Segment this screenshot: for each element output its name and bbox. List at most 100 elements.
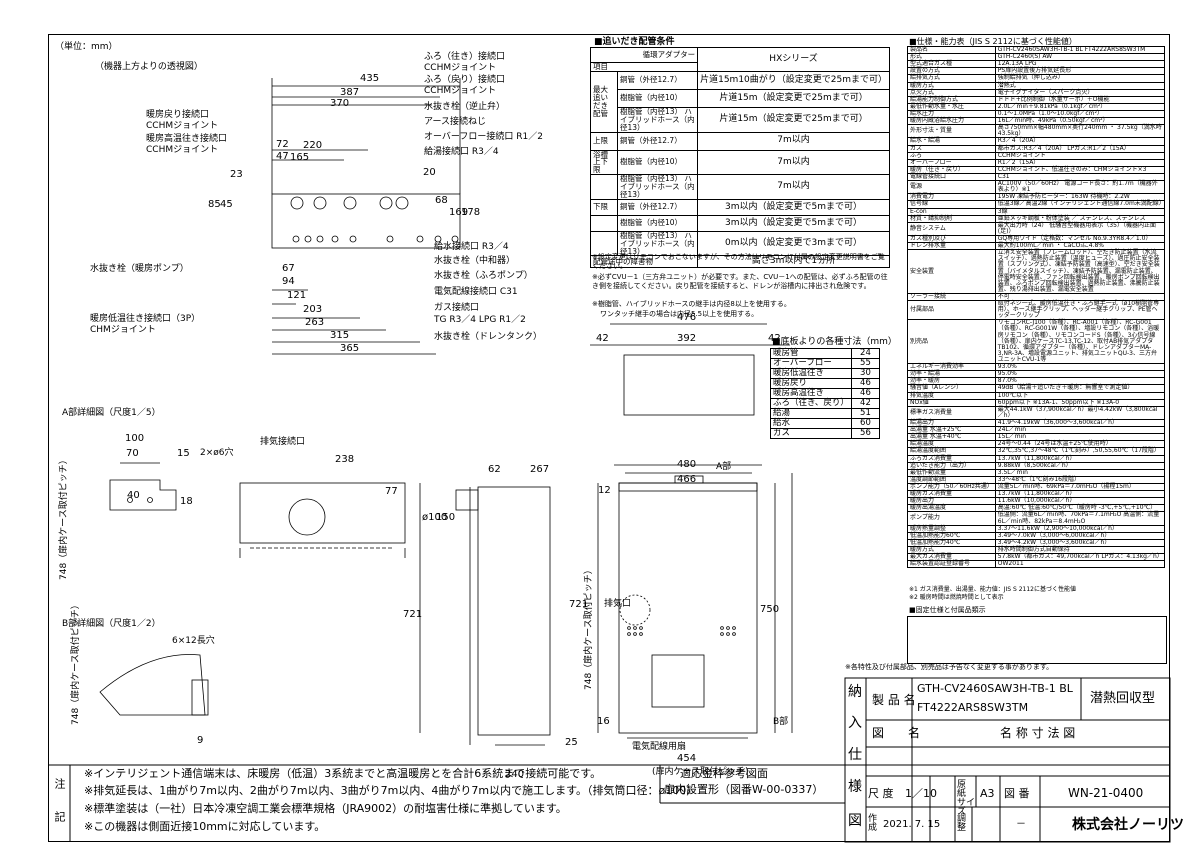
dim: 220: [303, 140, 323, 151]
piping-value: 片道15m（設定変更で25mまで可）: [697, 88, 890, 108]
spec-value: GTH-CV2460SAW3H-TB-1 BL FT4222ARS8SW3TM: [994, 45, 1166, 55]
piping-group: 下限: [590, 198, 618, 216]
spec-bottom-note: ※各特性及び付属部品、別売品は予告なく変更する事があります。: [845, 663, 1054, 671]
spec-row: 静音システム最大出力時（24） 低騒音型機器用表示（35）（機器内正面(足)）: [907, 221, 1166, 236]
company-name: 株式会社ノーリツ: [1072, 817, 1184, 833]
callout-left: CCHMジョイント: [146, 145, 219, 155]
spec-value: 3.49～4.2kW（3,000～3,600kcal／h）: [994, 538, 1166, 547]
side-char: 納: [848, 684, 862, 700]
product-type: 潜熱回収型: [1090, 691, 1156, 706]
spec-label: 給水装置認証登録番号: [907, 560, 996, 569]
bracket-label: 適応金枠参考図面: [680, 767, 768, 780]
piping-pipe: 樹脂管（内径13） ハイブリッドホース（内径13）: [616, 230, 699, 257]
callout-right: 水抜き栓（中和器）: [434, 256, 516, 266]
spec-row: 暖房（往き・戻り）CCHMジョイント、低温往きのみ：CHMジョイント×3: [907, 165, 1166, 174]
dim: 365: [340, 343, 360, 354]
spec-label: ドレン排水量: [907, 242, 996, 251]
spec-value: リモコンRC-J100（各種）、RC-A001（各種）、RC-G001（各種）、…: [994, 319, 1166, 365]
callout-left: CHMジョイント: [90, 325, 156, 335]
piping-value: 3m以内（設定変更で5mまで可）: [697, 214, 890, 232]
dim: 169: [449, 207, 469, 218]
spec-row: 標準ガス消費量最大44.1kW（37,900kcal／h）最小4.42kW（3,…: [907, 405, 1166, 421]
piping-pipe: 銅管（外径12.7）: [616, 198, 699, 216]
spec-label: NOx値: [907, 398, 996, 407]
spec-value: 都市ガス:R3／4（20A） LPガス:R1／2（15A）: [994, 144, 1166, 153]
dim: 121: [287, 290, 307, 301]
heights-label: 暖房高温往き: [770, 388, 852, 399]
spec-value: 立消え安全装置（フレームロッド）、空だき防止装置（水流スイッチ）、過熱防止装置（…: [994, 249, 1166, 294]
piping-note: ワンタッチ継手の場合は内径5.5以上を使用する。: [600, 310, 759, 318]
note-line: ※インテリジェント通信端末は、床暖房（低温）3系統までと高温暖房とを合計6系統ま…: [84, 767, 602, 780]
spec-row: 信号線低温3線／高温2線（インテリジェント通信線7.0m未満配線）: [907, 200, 1166, 209]
spec-label: 給水・給湯: [907, 137, 996, 146]
dim: 25: [565, 737, 578, 748]
spec-value: 流量5L／min時、69kPa＝7.0mH₂O（揚程15m）: [994, 482, 1166, 492]
fixing-table: [907, 616, 1167, 664]
dim: 20: [423, 167, 436, 178]
spec-row: ドレン排水量最大約100mL／min ・ CaCO₃に4.8%: [907, 242, 1166, 251]
pitch-label: (扉内ケース取付ピッチ): [652, 767, 749, 777]
spec-row: 外形寸法・質量高さ750mm×幅480mm×奥行240mm ・ 37.5kg（満…: [907, 124, 1166, 139]
front-label: B部: [773, 717, 789, 727]
heights-label: ガス: [770, 428, 852, 439]
spec-note: ※1 ガス消費量、出湯量、能力値：JIS S 2112に基づく性能値: [909, 586, 1076, 593]
dim: 203: [303, 304, 323, 315]
dim: 165: [290, 152, 310, 163]
drawing-value: 名 称 寸 法 図: [1000, 726, 1076, 740]
spec-value: 高さ750mm×幅480mm×奥行240mm ・ 37.5kg（満水時43.5k…: [994, 124, 1166, 139]
spec-title: ■仕様・能力表（JIS S 2112に基づく性能値）: [909, 37, 1077, 46]
heights-value: 46: [850, 378, 881, 389]
dim: 45: [220, 199, 233, 210]
dim: 476: [677, 312, 697, 323]
dim: 6×12長穴: [172, 636, 215, 646]
callout-right: ふろ（戻り）接続口: [424, 75, 506, 85]
scale-label: 尺 度: [868, 787, 894, 800]
dim: 263: [305, 317, 325, 328]
paper-label: 原 紙 サイズ: [957, 780, 976, 817]
callout-right: 電気配線接続口 C31: [434, 287, 518, 297]
callout-right: 水抜き栓（ふろポンプ）: [434, 271, 533, 281]
piping-value: 7m以内: [697, 149, 890, 176]
callout-left: 暖房高温往き接続口: [146, 134, 228, 144]
piping-group: 上限: [590, 131, 618, 151]
dim: 68: [435, 195, 448, 206]
dim: 85: [208, 199, 221, 210]
spec-label: 給湯温度範囲: [907, 447, 996, 456]
piping-header-item: 項目: [589, 62, 699, 72]
spec-value: 57.8kW（都市ガス：49,700kcal／h LPガス：4.13kg／h）: [994, 553, 1166, 562]
unit-label: （単位：mm）: [55, 42, 118, 52]
dim: 435: [360, 73, 380, 84]
heights-value: 56: [850, 428, 881, 439]
dim: 15: [177, 448, 190, 459]
spec-value: R3／4（20A）: [994, 137, 1166, 146]
dim: 480: [677, 459, 697, 470]
pitch-label: 748（扉内ケース取付ピッチ）: [71, 600, 81, 725]
front-label: A部: [716, 462, 732, 472]
callout-right: 給水接続口 R3／4: [434, 242, 509, 252]
heights-value: 30: [850, 368, 881, 379]
callout-right: 水抜き栓（逆止弁）: [424, 102, 506, 112]
spec-label: 外形寸法・質量: [907, 124, 996, 139]
piping-group: 最大追いだき配管: [590, 70, 618, 133]
piping-updown: 浴槽上下限: [590, 149, 618, 176]
heights-label: 暖房低温往き: [770, 368, 852, 379]
dim: 42: [768, 333, 781, 344]
spec-label: ソーラー接続: [907, 292, 996, 302]
callout-right: TG R3／4 LPG R1／2: [434, 315, 526, 325]
side-char: 仕: [848, 747, 862, 763]
heights-title: ■底板よりの各種寸法（mm）: [772, 337, 897, 347]
heights-value: 24: [850, 348, 881, 359]
notes-label: 注記: [53, 778, 66, 844]
spec-value: CCHMジョイント、低温往きのみ：CHMジョイント×3: [994, 165, 1166, 174]
spec-label: 安全装置: [907, 249, 996, 294]
spec-row: 追いだき能力（出力）9.88kW（8,500kcal／h）: [907, 461, 1166, 470]
piping-obstacle-label: 配管途中の障害物: [589, 255, 699, 269]
dim: 9: [197, 735, 204, 746]
callout-right: CCHMジョイント: [424, 86, 497, 96]
dim: 62: [488, 464, 501, 475]
